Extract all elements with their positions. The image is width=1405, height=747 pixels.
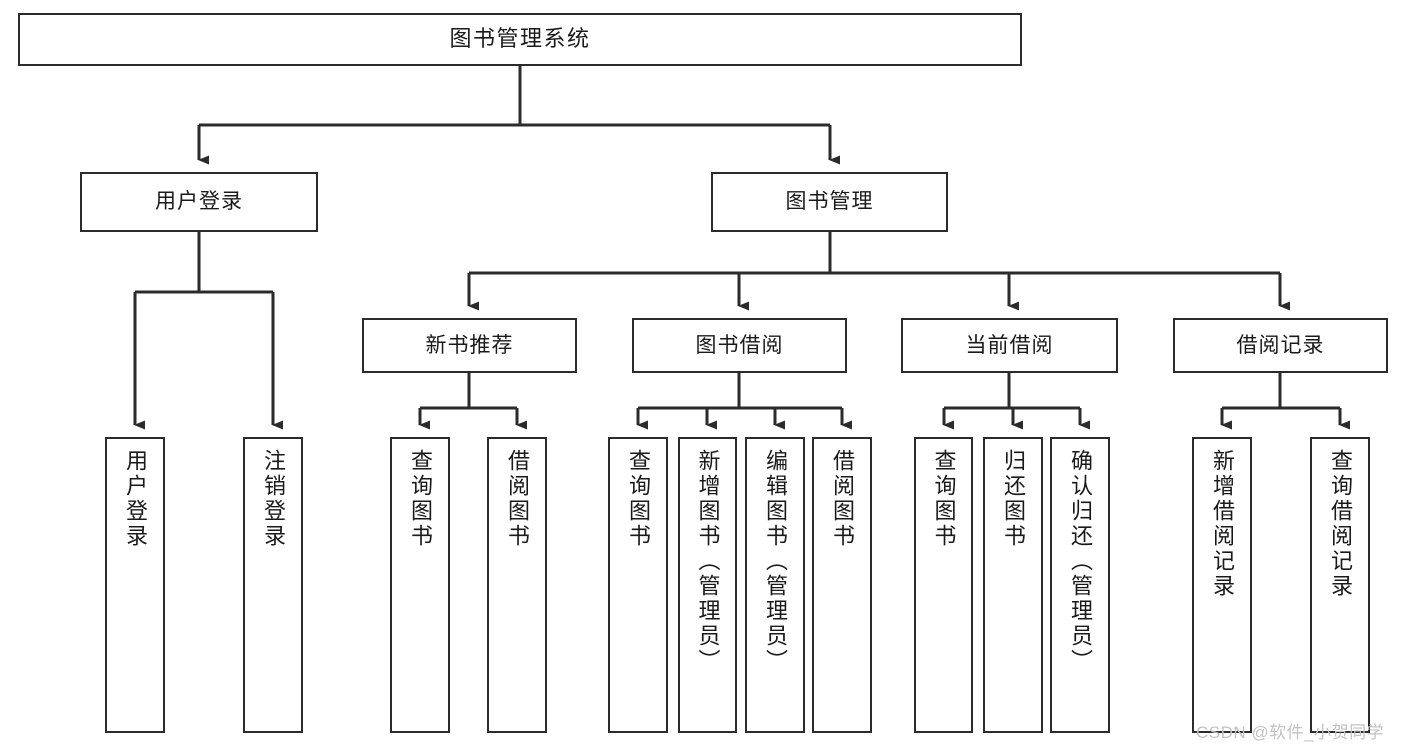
node-leaf-add-record-label: 新增借阅记录	[1210, 449, 1235, 599]
node-book-borrow[interactable]: 图书借阅	[632, 318, 847, 373]
node-leaf-query-record-label: 查询借阅记录	[1328, 449, 1353, 599]
node-leaf-add-book-label: 新增图书（管理员）	[695, 449, 721, 674]
node-leaf-return-book[interactable]: 归还图书	[983, 437, 1043, 733]
node-leaf-query-book-cur[interactable]: 查询图书	[914, 437, 973, 733]
node-root-label: 图书管理系统	[449, 26, 591, 52]
node-leaf-edit-book-label: 编辑图书（管理员）	[763, 449, 788, 674]
node-leaf-edit-book[interactable]: 编辑图书（管理员）	[745, 437, 805, 733]
node-leaf-query-book-rec-label: 查询图书	[408, 449, 433, 549]
node-leaf-query-book-cur-label: 查询图书	[931, 449, 957, 549]
node-new-book-recommend-label: 新书推荐	[425, 333, 514, 357]
node-leaf-query-book-rec[interactable]: 查询图书	[390, 437, 450, 733]
watermark: CSDN @软件_小贺同学	[1196, 723, 1385, 742]
node-book-borrow-label: 图书借阅	[695, 333, 784, 357]
node-leaf-user-login[interactable]: 用户登录	[105, 437, 165, 733]
node-leaf-borrow-book-bor-label: 借阅图书	[830, 449, 855, 549]
node-leaf-return-book-label: 归还图书	[1001, 449, 1026, 549]
node-user-login-label: 用户登录	[155, 190, 243, 214]
node-leaf-user-logout-label: 注销登录	[261, 449, 286, 549]
node-borrow-record-label: 借阅记录	[1236, 333, 1325, 357]
node-leaf-borrow-book-rec-label: 借阅图书	[505, 449, 530, 549]
node-borrow-record[interactable]: 借阅记录	[1173, 318, 1388, 373]
node-leaf-user-login-label: 用户登录	[123, 449, 148, 549]
node-leaf-confirm-return-label: 确认归还（管理员）	[1068, 449, 1093, 674]
node-book-manage[interactable]: 图书管理	[711, 172, 948, 232]
node-user-login[interactable]: 用户登录	[80, 172, 318, 232]
node-new-book-recommend[interactable]: 新书推荐	[362, 318, 577, 373]
node-leaf-add-book[interactable]: 新增图书（管理员）	[678, 437, 737, 733]
node-current-borrow[interactable]: 当前借阅	[901, 318, 1118, 373]
node-leaf-user-logout[interactable]: 注销登录	[243, 437, 303, 733]
node-root[interactable]: 图书管理系统	[18, 13, 1022, 66]
node-book-manage-label: 图书管理	[785, 190, 874, 214]
node-current-borrow-label: 当前借阅	[965, 333, 1054, 357]
node-leaf-query-book-bor[interactable]: 查询图书	[608, 437, 668, 733]
node-leaf-query-book-bor-label: 查询图书	[626, 449, 651, 549]
node-leaf-query-record[interactable]: 查询借阅记录	[1310, 437, 1370, 733]
node-leaf-borrow-book-bor[interactable]: 借阅图书	[812, 437, 872, 733]
node-leaf-add-record[interactable]: 新增借阅记录	[1192, 437, 1252, 733]
node-leaf-borrow-book-rec[interactable]: 借阅图书	[487, 437, 547, 733]
node-leaf-confirm-return[interactable]: 确认归还（管理员）	[1050, 437, 1110, 733]
